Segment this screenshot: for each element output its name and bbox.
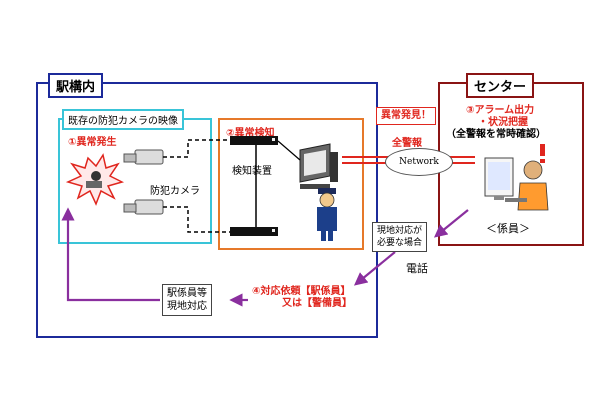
- incident-burst-icon: [65, 153, 125, 206]
- step2-label: ②異常検知: [226, 128, 275, 139]
- detect-area: [218, 118, 364, 250]
- detector-device-icon-top: [230, 136, 278, 145]
- step4-line1: ④対応依頼【駅係員】: [252, 286, 351, 297]
- detector-device-icon-bottom: [230, 227, 278, 236]
- camera-link-bottom: [163, 206, 232, 233]
- all-alarms-label: 全警報: [392, 138, 422, 149]
- detector-label: 検知装置: [232, 166, 272, 177]
- field-needed-line1: 現地対応が: [377, 226, 423, 236]
- phone-label: 電話: [406, 262, 428, 275]
- station-label: 駅構内: [48, 73, 104, 98]
- staff-onsite-box: 駅係員等 現地対応: [162, 284, 212, 316]
- alarm-found-callout: 異常発見！: [376, 107, 436, 125]
- station-area: [36, 82, 378, 338]
- station-staff-icon: [317, 188, 337, 241]
- camera-link-top: [163, 139, 232, 158]
- center-operator-icon: [484, 157, 549, 211]
- staff-onsite-line2: 現地対応: [167, 301, 207, 312]
- network-node: Network: [385, 148, 453, 176]
- step3-line1: ③アラーム出力: [466, 105, 535, 116]
- computer-monitor-icon: [299, 143, 338, 189]
- monitor-note: （全警報を常時確認）: [446, 129, 546, 140]
- camera-area-label: 既存の防犯カメラの映像: [62, 109, 184, 130]
- camera-icon-bottom: [123, 199, 164, 215]
- staff-onsite-line1: 駅係員等: [167, 288, 207, 299]
- step4-line2: 又は【警備員】: [282, 298, 352, 309]
- camera-icon-top: [123, 149, 164, 165]
- step1-label: ①異常発生: [68, 137, 117, 148]
- field-needed-line2: 必要な場合: [377, 238, 423, 248]
- staff-label: ＜係員＞: [486, 222, 530, 235]
- center-label: センター: [466, 73, 535, 98]
- field-needed-callout: 現地対応が 必要な場合: [372, 222, 428, 252]
- step3-line2: ・状況把握: [478, 117, 528, 128]
- camera-label: 防犯カメラ: [150, 186, 200, 197]
